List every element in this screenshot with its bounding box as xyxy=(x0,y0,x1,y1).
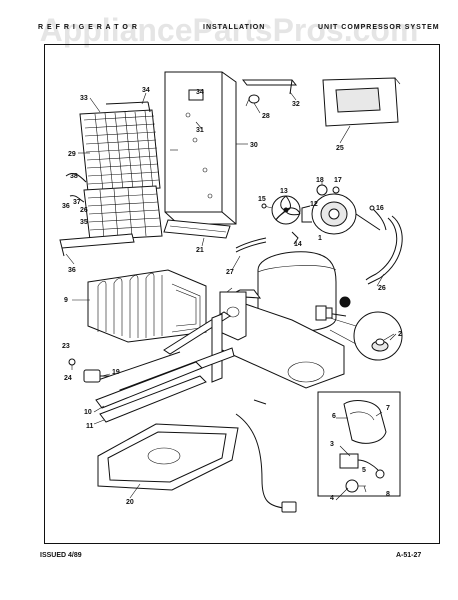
callout-18: 18 xyxy=(316,177,324,184)
condenser xyxy=(87,269,207,343)
callout-36b: 36 xyxy=(68,267,76,274)
callout-5: 5 xyxy=(362,467,366,474)
grommet xyxy=(245,94,260,107)
callout-12: 12 xyxy=(310,201,318,208)
header-left: R E F R I G E R A T O R xyxy=(38,24,138,31)
callout-29: 29 xyxy=(68,151,76,158)
callout-25: 25 xyxy=(336,145,344,152)
callout-35: 35 xyxy=(80,219,88,226)
callout-13: 13 xyxy=(280,188,288,195)
callout-labels: 33 34 29 38 36 37 26 35 36 9 34 31 30 32… xyxy=(62,87,402,506)
callout-19: 19 xyxy=(112,369,120,376)
grommet-detail xyxy=(329,311,403,361)
drain-pan xyxy=(97,423,239,491)
mounting-strip xyxy=(59,233,135,257)
header-right: UNIT COMPRESSOR SYSTEM xyxy=(318,24,440,31)
callout-27: 27 xyxy=(226,269,234,276)
callout-24: 24 xyxy=(64,375,72,382)
callout-14: 14 xyxy=(294,241,302,248)
callout-3: 3 xyxy=(330,441,334,448)
callout-33: 33 xyxy=(80,95,88,102)
callout-30: 30 xyxy=(250,142,258,149)
callout-10: 10 xyxy=(84,409,92,416)
callout-31: 31 xyxy=(196,127,204,134)
callout-9: 9 xyxy=(64,297,68,304)
callout-15: 15 xyxy=(258,196,266,203)
callout-4: 4 xyxy=(330,495,334,502)
issued-date: ISSUED 4/89 xyxy=(40,552,82,559)
header-center: INSTALLATION xyxy=(203,24,266,31)
drain-trough xyxy=(163,219,231,239)
diagram-frame xyxy=(44,44,440,544)
defrost-heater xyxy=(65,173,163,241)
callout-marker-1 xyxy=(339,296,351,308)
page-code: A-51-27 xyxy=(396,552,422,559)
callout-28: 28 xyxy=(262,113,270,120)
fan-wire xyxy=(369,205,387,231)
overload-relay xyxy=(68,358,110,383)
callout-2: 2 xyxy=(398,331,402,338)
callout-20: 20 xyxy=(126,499,134,506)
callout-34: 34 xyxy=(142,87,150,94)
back-panel xyxy=(164,71,237,225)
callout-38: 38 xyxy=(70,173,78,180)
callout-26b: 26 xyxy=(378,285,386,292)
callout-6: 6 xyxy=(332,413,336,420)
callout-26a: 26 xyxy=(80,207,88,214)
fan-bracket xyxy=(316,182,340,196)
fan-motor xyxy=(301,193,381,235)
lower-rails xyxy=(95,361,207,423)
evaporator-coil xyxy=(79,101,161,193)
callout-36a: 36 xyxy=(62,203,70,210)
callout-11: 11 xyxy=(86,423,94,430)
discharge-tube xyxy=(365,215,403,285)
callout-32: 32 xyxy=(292,101,300,108)
leader-lines xyxy=(65,91,395,501)
callout-21: 21 xyxy=(196,247,204,254)
callout-37: 37 xyxy=(73,199,81,206)
top-bracket xyxy=(241,79,298,95)
power-cord xyxy=(235,399,297,513)
callout-8: 8 xyxy=(386,491,390,498)
callout-7: 7 xyxy=(386,405,390,412)
tube xyxy=(235,237,267,253)
cover-panel xyxy=(322,77,401,127)
callout-23: 23 xyxy=(62,343,70,350)
callout-44: 34 xyxy=(196,89,204,96)
callout-1: 1 xyxy=(318,235,322,242)
clip xyxy=(291,231,299,245)
callout-16: 16 xyxy=(376,205,384,212)
watermark: AppliancePartsPros.com xyxy=(39,12,419,48)
callout-17: 17 xyxy=(334,177,342,184)
condenser-fan xyxy=(261,195,301,225)
